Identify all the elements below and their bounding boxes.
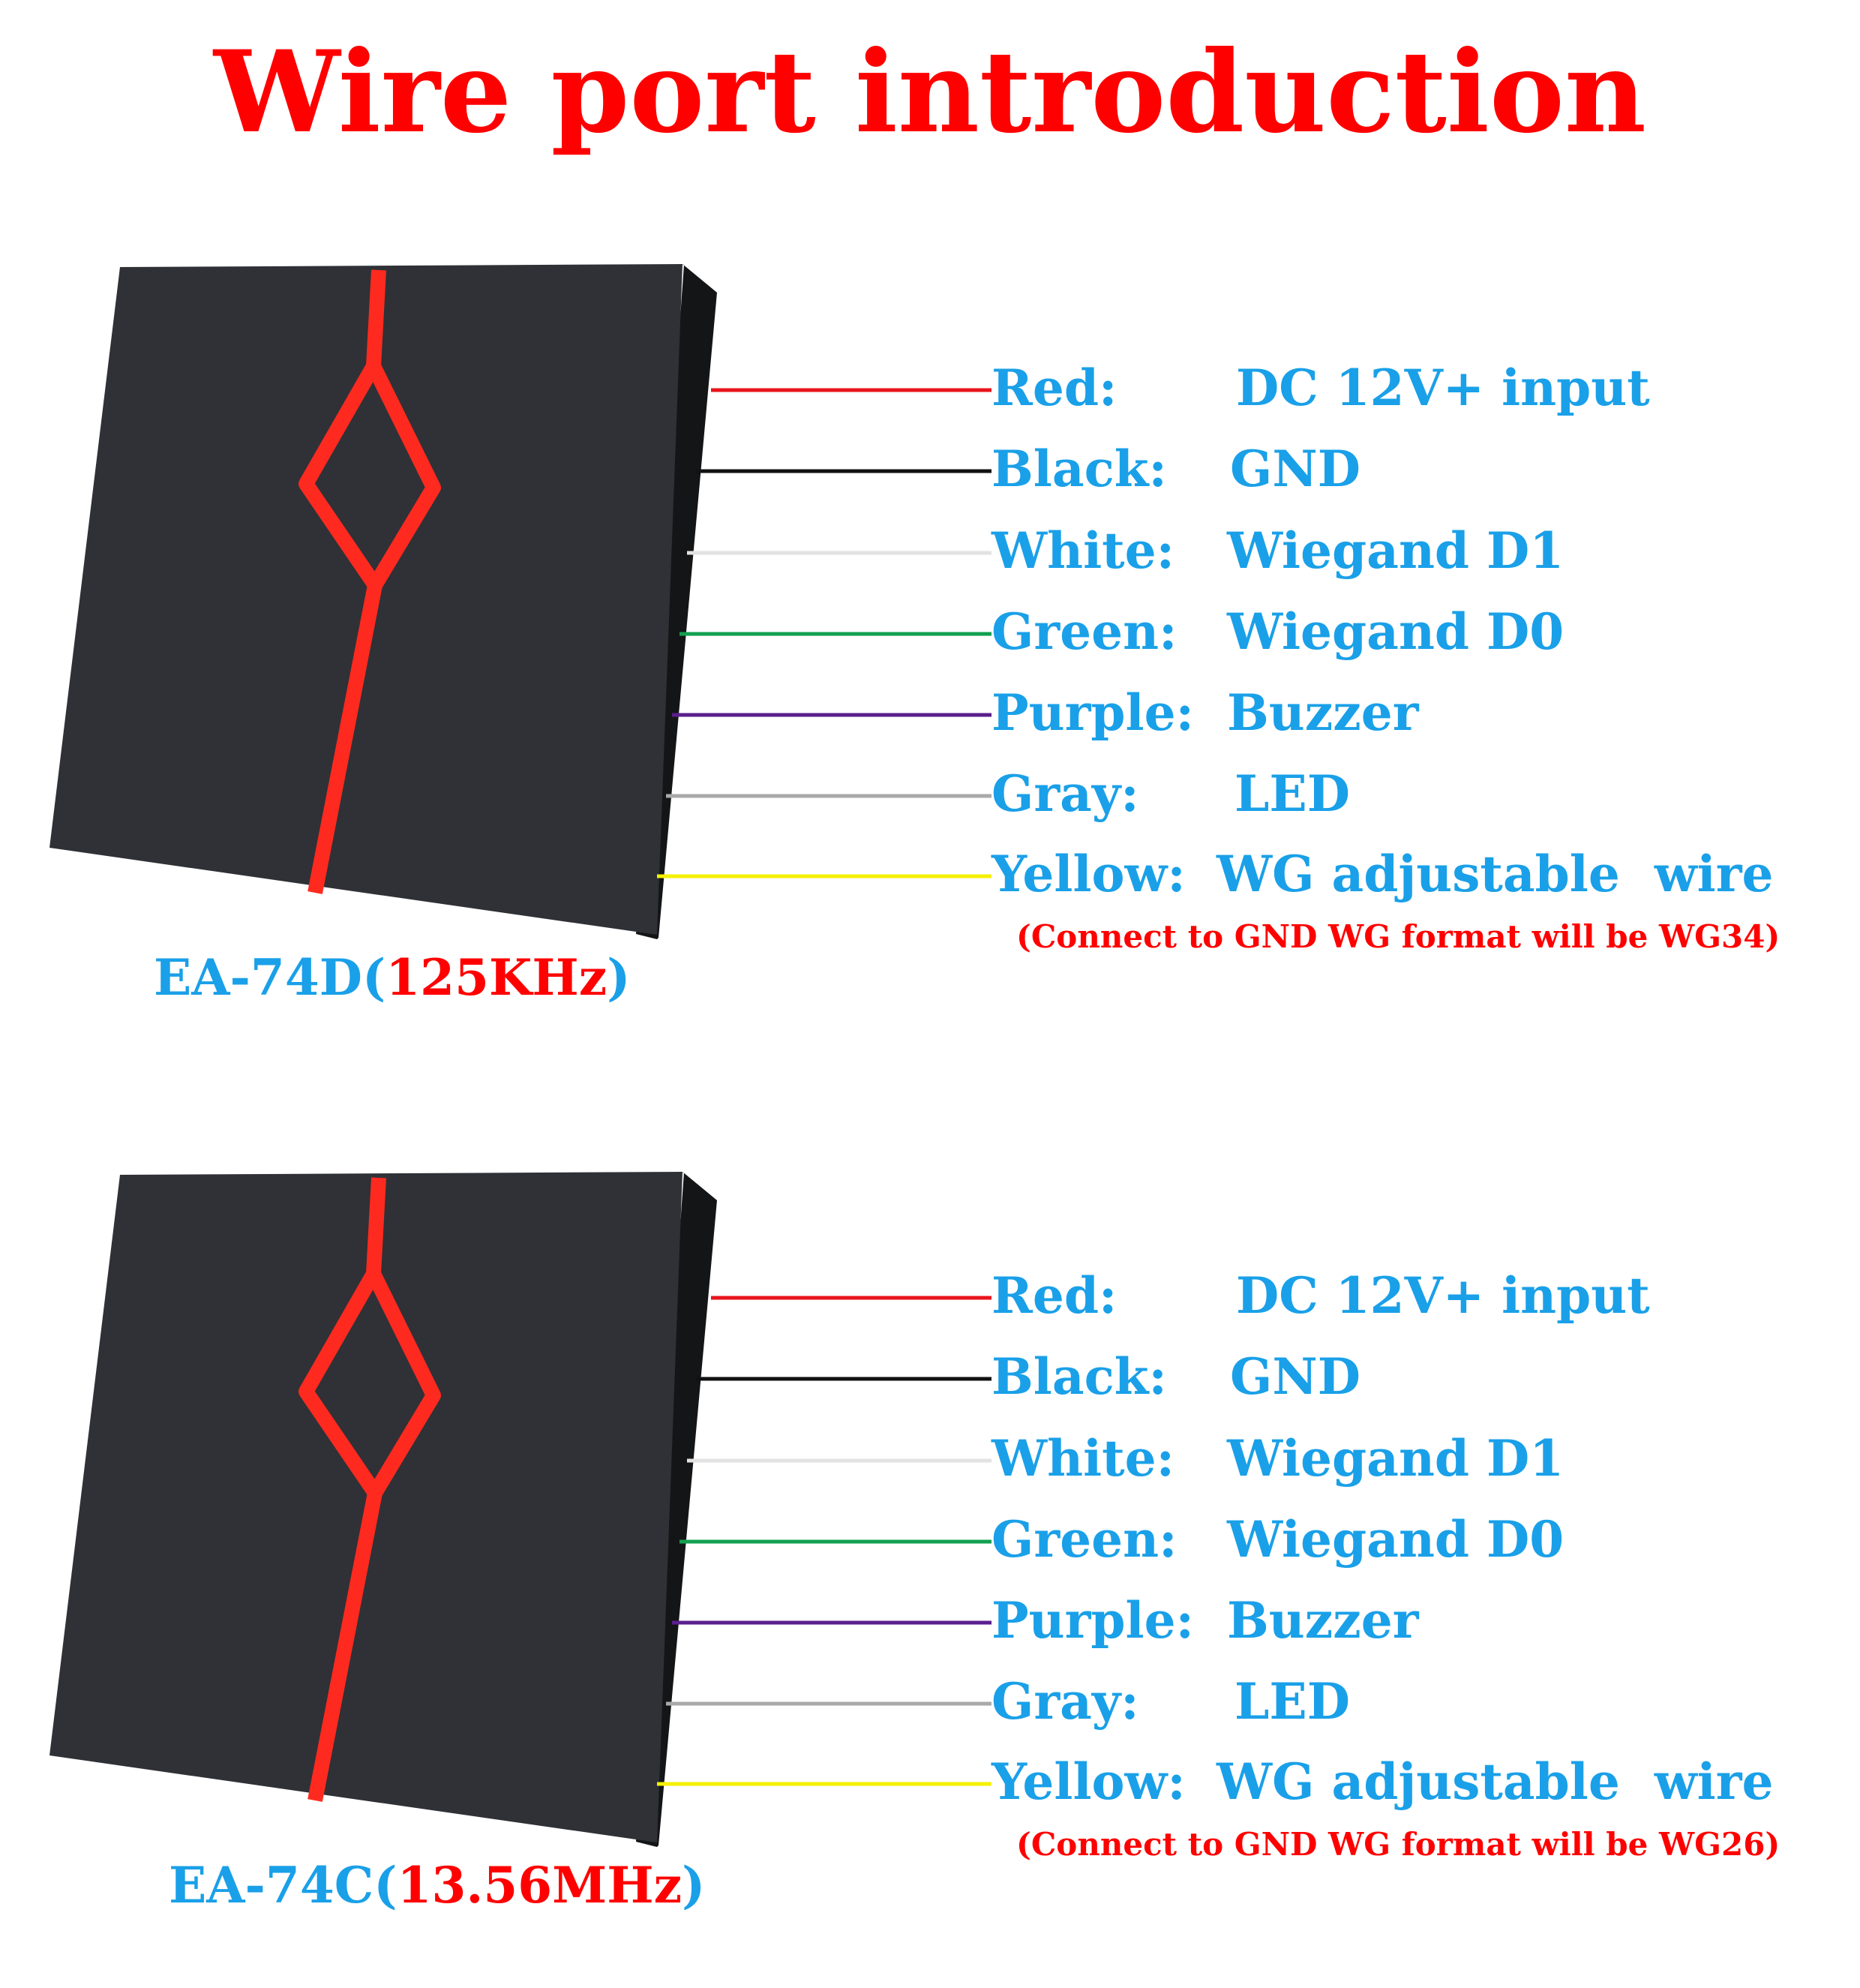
wire-function-label: LED: [1234, 1672, 1350, 1731]
wire-color-label: Green:: [992, 602, 1178, 661]
light-guide-left: [298, 1177, 386, 1802]
wire-color-label: Black:: [992, 1347, 1167, 1406]
model-close-paren: ): [682, 1856, 706, 1914]
wire-function-label: WG adjustable wire: [1216, 845, 1774, 903]
wire-function-label: Wiegand D0: [1227, 1510, 1564, 1569]
wire-function-label: Wiegand D0: [1227, 602, 1564, 661]
card-reader-device: [50, 264, 992, 939]
page-title: Wire port introduction: [213, 26, 1646, 158]
wire-color-label: Gray:: [992, 764, 1139, 823]
wire-color-label: Red:: [992, 1266, 1118, 1325]
wire-color-label: Gray:: [992, 1672, 1139, 1731]
light-guide-right: [367, 1270, 441, 1497]
wire-color-label: Green:: [992, 1510, 1178, 1569]
wire-function-label: Wiegand D1: [1227, 1429, 1564, 1488]
wire-function-label: DC 12V+ input: [1236, 1266, 1650, 1325]
wire-function-label: GND: [1230, 1347, 1360, 1406]
wg-format-note: (Connect to GND WG format will be WG34): [1016, 918, 1780, 955]
wg-format-note: (Connect to GND WG format will be WG26): [1016, 1826, 1780, 1863]
light-guide-right: [367, 362, 441, 590]
wire-color-label: Red:: [992, 359, 1118, 417]
wire-color-label: White:: [992, 1429, 1175, 1488]
wire-function-label: DC 12V+ input: [1236, 359, 1650, 417]
wire-function-label: WG adjustable wire: [1216, 1752, 1774, 1811]
wire-color-label: Purple:: [992, 1591, 1194, 1650]
wire-function-label: Buzzer: [1227, 1591, 1419, 1650]
wire-color-label: Black:: [992, 440, 1167, 498]
model-name: EA-74C(: [169, 1856, 398, 1914]
wire-color-label: White:: [992, 521, 1175, 580]
device-model-label: EA-74D(125KHz): [154, 953, 630, 1002]
model-frequency: 125KHz: [386, 948, 608, 1007]
model-name: EA-74D(: [154, 948, 386, 1007]
light-guide-left: [298, 269, 386, 894]
wire-function-label: Buzzer: [1227, 683, 1419, 742]
device-model-label: EA-74C(13.56MHz): [169, 1860, 705, 1910]
model-close-paren: ): [607, 948, 631, 1007]
wire-color-label: Yellow:: [992, 845, 1186, 903]
card-reader-device: [50, 1172, 992, 1847]
wire-function-label: Wiegand D1: [1227, 521, 1564, 580]
wire-function-label: GND: [1230, 440, 1360, 498]
model-frequency: 13.56MHz: [397, 1856, 682, 1914]
wire-function-label: LED: [1234, 764, 1350, 823]
wire-color-label: Purple:: [992, 683, 1194, 742]
wire-color-label: Yellow:: [992, 1752, 1186, 1811]
